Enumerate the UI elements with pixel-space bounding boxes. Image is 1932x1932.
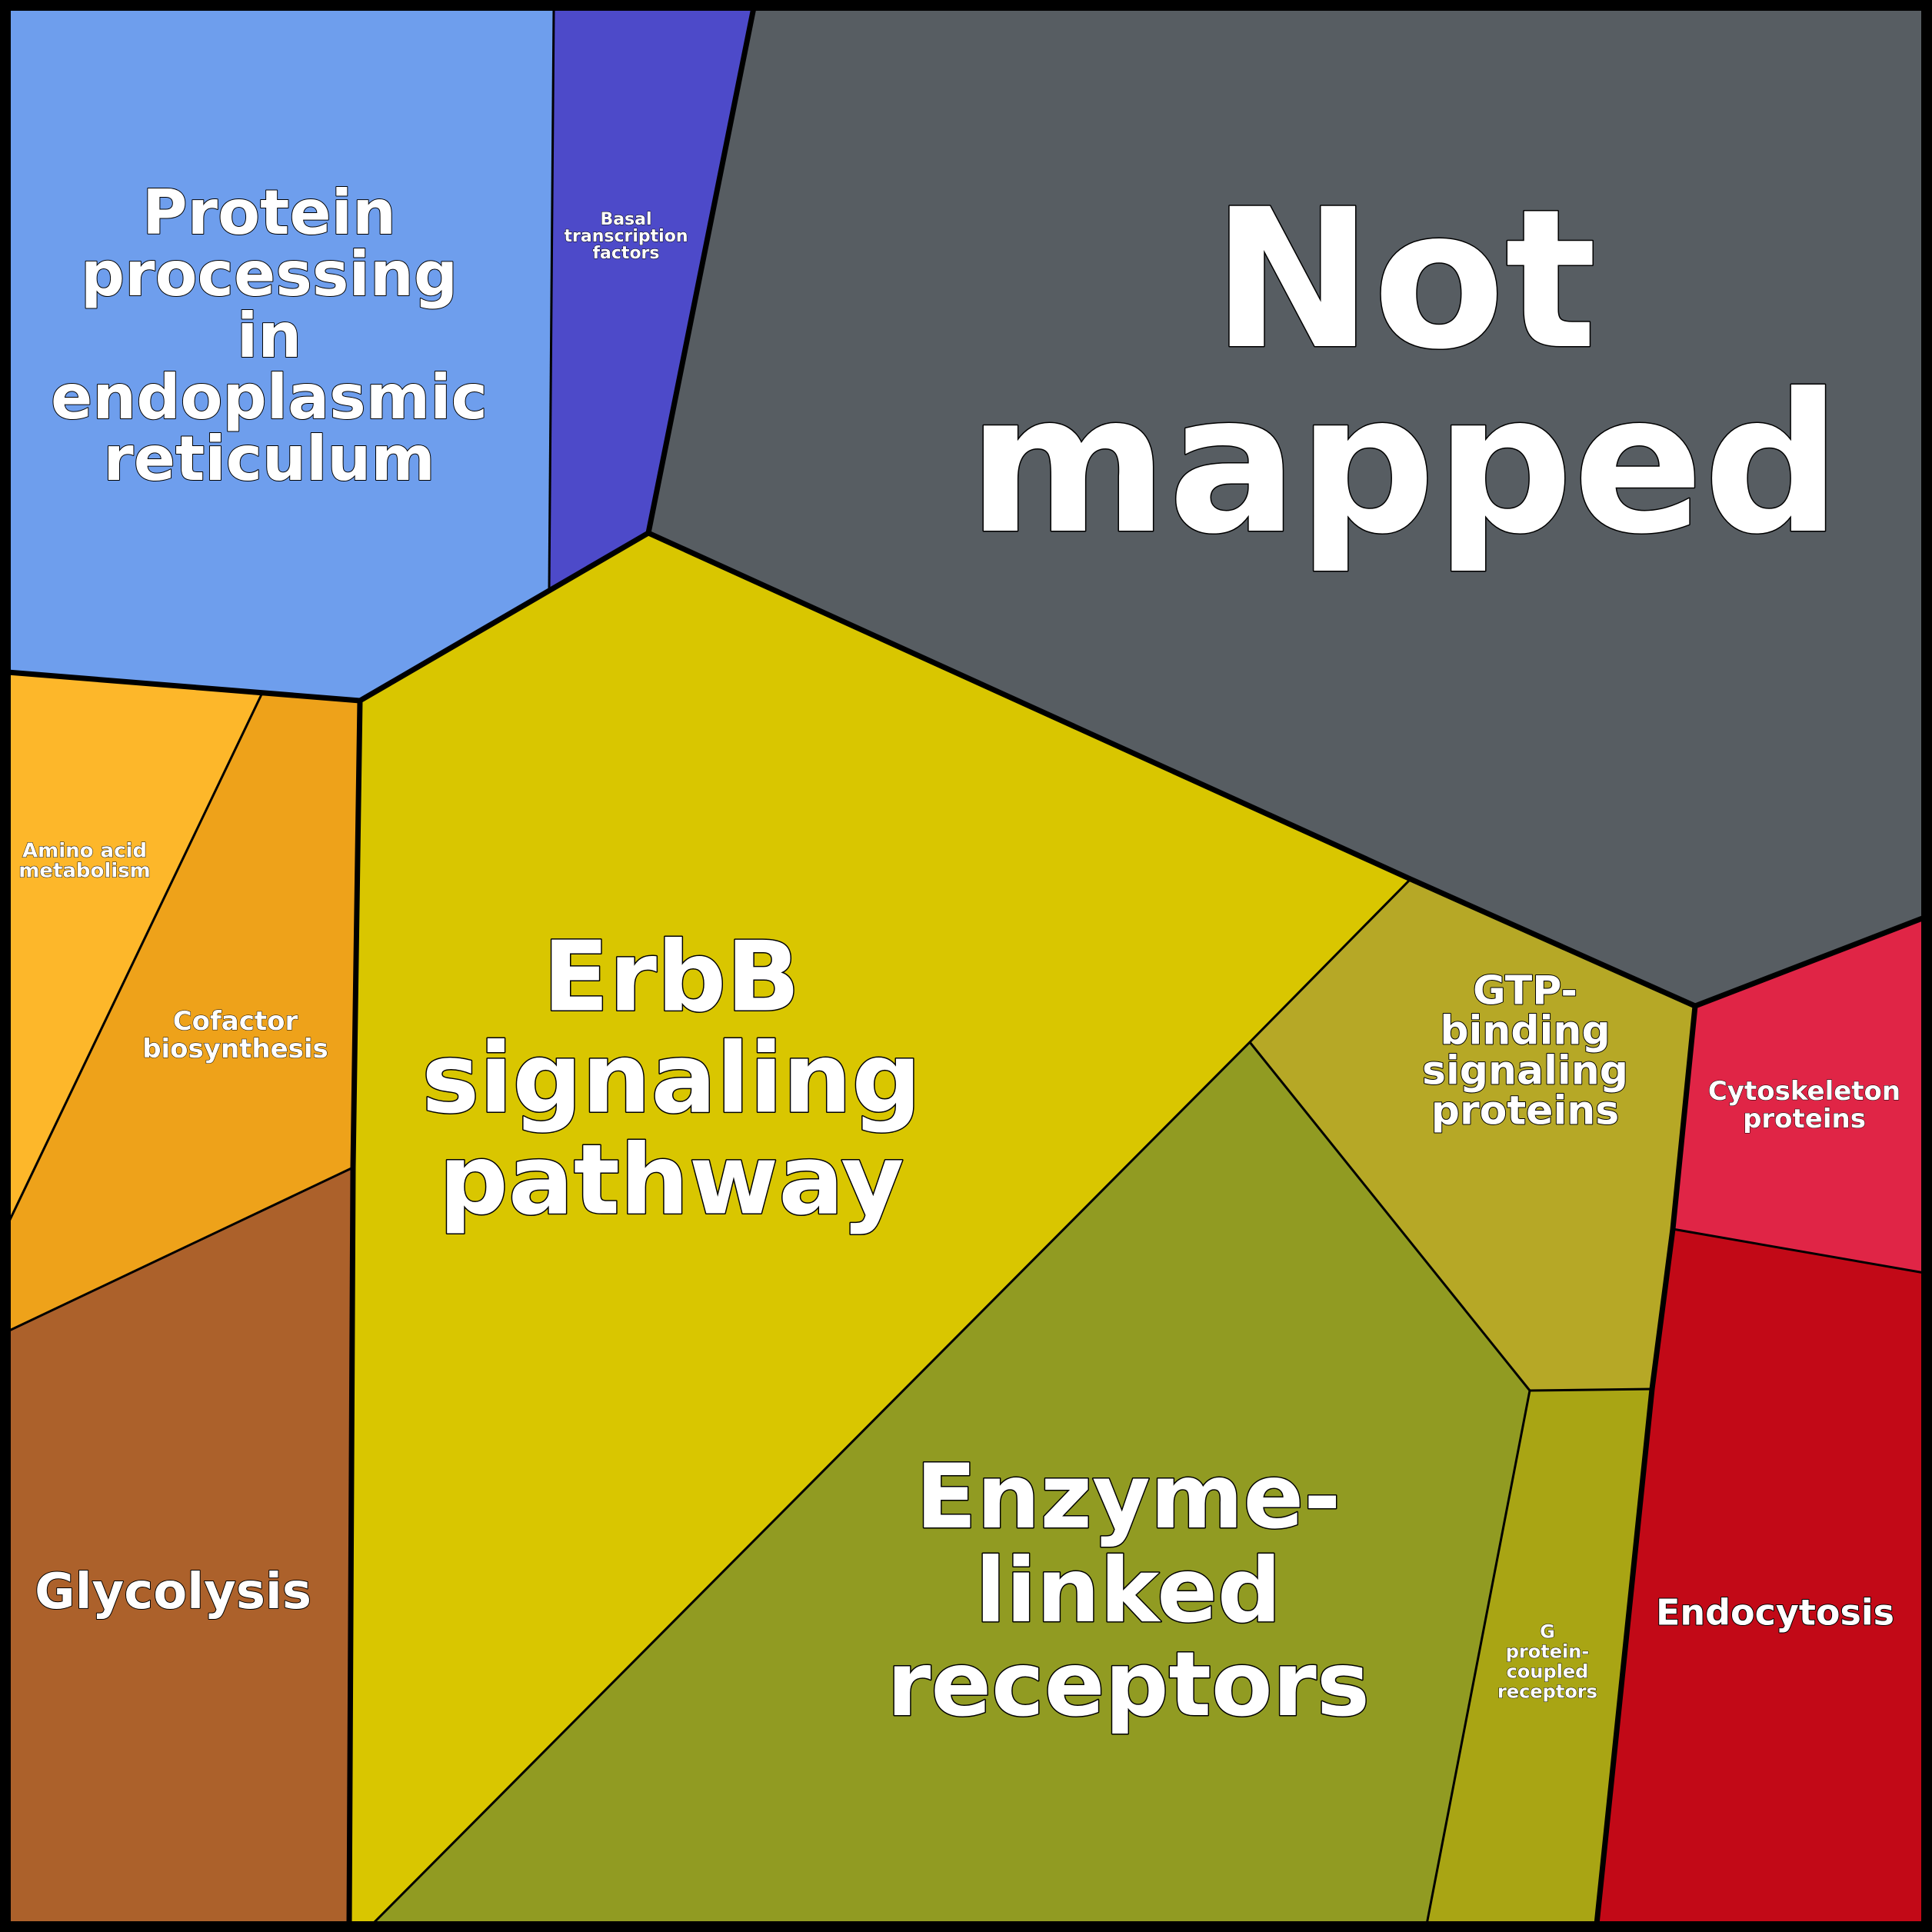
sub-boundary bbox=[1248, 1041, 1531, 1925]
label-line: Amino acid bbox=[22, 839, 147, 862]
label-line: protein- bbox=[1506, 1641, 1590, 1663]
label-line: signaling bbox=[421, 1021, 921, 1134]
label-line: biosynthesis bbox=[142, 1034, 328, 1064]
sub-boundary bbox=[1529, 1387, 1653, 1392]
group-boundary bbox=[1694, 914, 1926, 1009]
label-line: ErbB bbox=[543, 920, 800, 1033]
label-line: in bbox=[237, 300, 301, 371]
sub-boundary bbox=[548, 7, 555, 591]
group-boundary bbox=[358, 530, 650, 704]
label-line: Glycolysis bbox=[35, 1564, 311, 1621]
label-line: coupled bbox=[1507, 1661, 1589, 1683]
label-line: Enzyme- bbox=[916, 1445, 1341, 1549]
label-line: Endocytosis bbox=[1656, 1592, 1894, 1634]
label-line: proteins bbox=[1431, 1088, 1620, 1134]
label-line: processing bbox=[81, 238, 458, 310]
sub-boundary bbox=[7, 1166, 354, 1333]
label-line: signaling bbox=[1422, 1048, 1628, 1094]
label-line: binding bbox=[1440, 1008, 1610, 1054]
group-boundary bbox=[645, 7, 757, 534]
label-line: GTP- bbox=[1473, 968, 1577, 1014]
label-line: metabolism bbox=[18, 859, 151, 882]
label-line: endoplasmic bbox=[51, 361, 488, 433]
label-line: linked bbox=[975, 1539, 1281, 1643]
label-line: receptors bbox=[1497, 1681, 1597, 1703]
label-line: reticulum bbox=[103, 423, 435, 495]
sub-boundary bbox=[1672, 1227, 1925, 1274]
label-line: Not bbox=[1212, 168, 1597, 391]
label-line: mapped bbox=[968, 352, 1841, 576]
group-boundary bbox=[1594, 1005, 1698, 1925]
group-boundary bbox=[7, 669, 361, 704]
sub-boundary bbox=[6, 694, 263, 1225]
label-line: factors bbox=[592, 244, 659, 263]
label-line: Protein bbox=[142, 177, 396, 248]
label-glycolysis: Glycolysis bbox=[35, 1564, 311, 1621]
label-line: transcription bbox=[565, 227, 688, 246]
label-line: Cytoskeleton bbox=[1708, 1076, 1900, 1107]
label-line: receptors bbox=[887, 1633, 1370, 1737]
label-endocytosis: Endocytosis bbox=[1656, 1592, 1894, 1634]
label-line: proteins bbox=[1743, 1104, 1866, 1134]
label-line: pathway bbox=[439, 1123, 904, 1236]
label-line: G bbox=[1540, 1621, 1555, 1643]
label-line: Cofactor bbox=[173, 1006, 298, 1037]
label-line: Basal bbox=[600, 210, 651, 229]
sub-boundary bbox=[371, 878, 1412, 1926]
